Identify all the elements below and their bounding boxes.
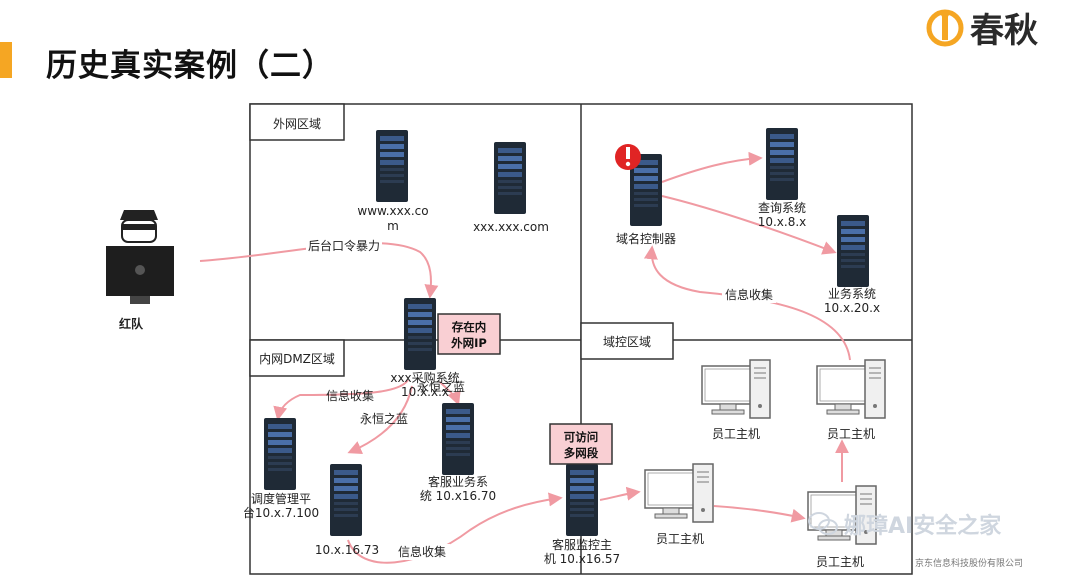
server-cs-biz-label-1: 客服业务系 (428, 474, 488, 489)
server-cs-biz: 客服业务系 统 10.x16.70 (420, 403, 496, 503)
server-dispatch-label-2: 台10.x.7.100 (243, 505, 319, 520)
edges (199, 151, 851, 564)
edge-eternal-cs-biz (439, 381, 461, 406)
employee-host-3-label: 员工主机 (816, 555, 864, 569)
edge-emp1-emp3 (713, 505, 806, 523)
edge-label-info1: 信息收集 (326, 388, 374, 403)
callout-ip: 存在内 外网IP (437, 313, 501, 355)
zone-label-dmz: 内网DMZ区域 (249, 339, 345, 377)
edge-label-eternal2: 永恒之蓝 (360, 412, 408, 426)
brand-logo-icon (926, 9, 964, 47)
server-procurement-label-2: 10.x.x.x (401, 385, 449, 399)
server-cs-biz-label-2: 统 10.x16.70 (420, 489, 496, 503)
alert-icon (615, 144, 641, 170)
watermark-text: 娜璋AI安全之家 (844, 514, 1002, 539)
server-dc-label: 域名控制器 (616, 231, 676, 246)
employee-host-4-label: 员工主机 (827, 427, 875, 441)
server-domain-controller: 域名控制器 (616, 154, 676, 246)
employee-host-1: 员工主机 (644, 463, 714, 546)
edge-eternal-host73 (347, 385, 413, 455)
brand-name: 春秋 (970, 10, 1038, 51)
edge-label-brute: 后台口令暴力 (308, 238, 380, 253)
edge-emp4-dc (643, 245, 851, 361)
edge-host73-monitor (347, 492, 563, 564)
zone-label-external-text: 外网区域 (273, 117, 321, 131)
edge-label-eternal1: 永恒之蓝 (417, 380, 465, 394)
server-www-label-2: m (387, 219, 399, 233)
edge-label-info3: 信息收集 (725, 287, 773, 302)
zone-label-external: 外网区域 (249, 103, 345, 141)
edge-brute-force (199, 242, 439, 299)
callout-net-line1: 可访问 (564, 430, 599, 444)
brand-logo: 春秋 (926, 6, 1038, 51)
server-www: www.xxx.co m (357, 130, 429, 233)
server-xxx-label: xxx.xxx.com (473, 220, 549, 234)
edge-info-dispatch (273, 379, 409, 421)
callout-ip-line2: 外网IP (450, 336, 487, 350)
server-dispatch-label-1: 调度管理平 (251, 491, 311, 506)
callout-net: 可访问 多网段 (549, 423, 613, 465)
footer-company: 京东信息科技股份有限公司 (915, 559, 1024, 569)
attacker-node: 红队 (106, 210, 174, 331)
server-query: 查询系统 10.x.8.x (758, 128, 807, 229)
employee-host-3: 员工主机 (807, 485, 877, 569)
zone-label-domain-text: 域控区域 (603, 335, 651, 349)
server-dispatch: 调度管理平 台10.x.7.100 (243, 418, 319, 520)
wechat-icon (808, 512, 838, 535)
server-query-label-1: 查询系统 (758, 201, 806, 215)
watermark: 娜璋AI安全之家 (808, 508, 1001, 540)
zone-label-dmz-text: 内网DMZ区域 (259, 352, 335, 366)
server-procurement: xxx采购系统 10.x.x.x (390, 298, 460, 399)
callout-ip-line1: 存在内 (452, 320, 487, 334)
callout-net-line2: 多网段 (564, 446, 599, 460)
server-xxx: xxx.xxx.com (473, 142, 549, 234)
server-query-label-2: 10.x.8.x (758, 215, 807, 229)
edge-monitor-emp1 (599, 486, 641, 501)
server-procurement-label-1: xxx采购系统 (390, 370, 459, 385)
employee-host-4: 员工主机 (816, 359, 886, 441)
server-cs-monitor-label-2: 机 10.x16.57 (544, 552, 620, 566)
edge-dc-query (661, 151, 763, 183)
server-host73-label: 10.x.16.73 (315, 543, 379, 557)
edge-dc-biz (661, 195, 837, 255)
server-host73: 10.x.16.73 (315, 464, 379, 557)
employee-host-2-label: 员工主机 (712, 427, 760, 441)
server-www-label-1: www.xxx.co (357, 204, 428, 218)
server-cs-monitor: 客服监控主 机 10.x16.57 (544, 464, 620, 566)
hacker-icon (106, 210, 174, 304)
attacker-label: 红队 (119, 316, 144, 331)
zone-label-domain: 域控区域 (580, 322, 674, 360)
edge-label-info2: 信息收集 (398, 544, 446, 559)
employee-host-1-label: 员工主机 (656, 532, 704, 546)
server-biz-label-1: 业务系统 (828, 286, 876, 301)
employee-host-2: 员工主机 (701, 359, 771, 441)
title-accent-bar (0, 42, 12, 78)
page-title: 历史真实案例（二） (46, 48, 334, 84)
server-biz: 业务系统 10.x.20.x (824, 215, 880, 315)
server-cs-monitor-label-1: 客服监控主 (552, 537, 612, 552)
server-biz-label-2: 10.x.20.x (824, 301, 880, 315)
